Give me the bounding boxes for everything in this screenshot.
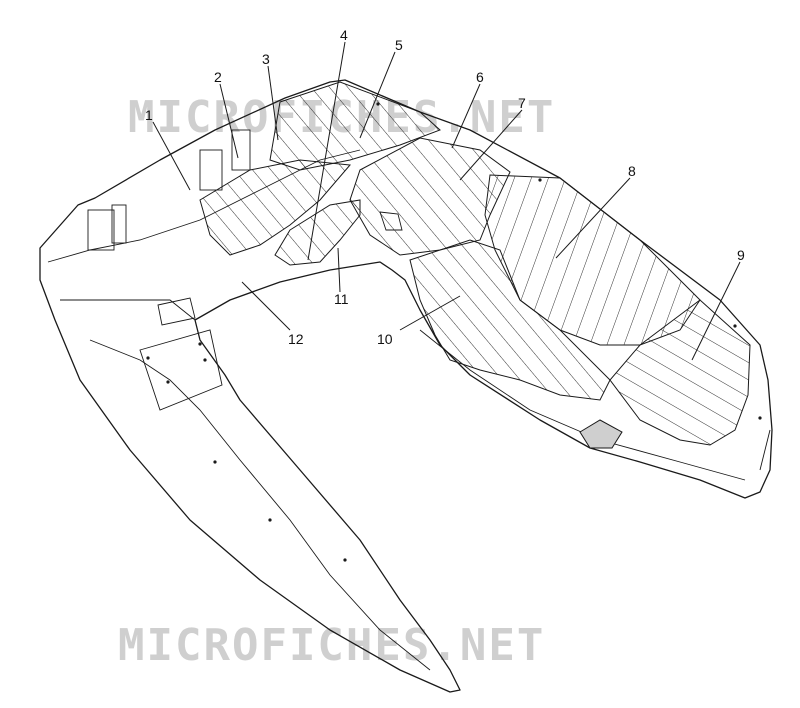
plate-left: [139, 329, 223, 411]
callout-2: 2: [214, 69, 222, 85]
callout-10: 10: [377, 331, 393, 347]
panel-5: [269, 81, 441, 171]
bracket-left: [87, 129, 251, 251]
panel-7: [349, 137, 511, 256]
panel-8: [484, 174, 701, 346]
clip-center: [379, 211, 403, 231]
panel-11: [274, 199, 361, 266]
panel-10: [409, 239, 611, 401]
callout-6: 6: [476, 69, 484, 85]
callout-4: 4: [340, 27, 348, 43]
callout-8: 8: [628, 163, 636, 179]
panel-12: [199, 159, 352, 256]
callout-9: 9: [737, 247, 745, 263]
watermark-bottom: MICROFICHES.NET: [118, 620, 545, 671]
vent-left: [157, 297, 196, 326]
leader-lines: [152, 41, 741, 361]
callout-3: 3: [262, 51, 270, 67]
callout-5: 5: [395, 37, 403, 53]
callouts: 1 2 3 4 5 6 7 8 9 10 11 12: [145, 27, 745, 347]
callout-11: 11: [334, 291, 349, 307]
callout-12: 12: [288, 331, 304, 347]
panel-9: [609, 299, 751, 446]
vent-right: [579, 419, 623, 449]
callout-7: 7: [518, 95, 526, 111]
callout-1: 1: [145, 107, 153, 123]
fasteners: [146, 102, 762, 562]
